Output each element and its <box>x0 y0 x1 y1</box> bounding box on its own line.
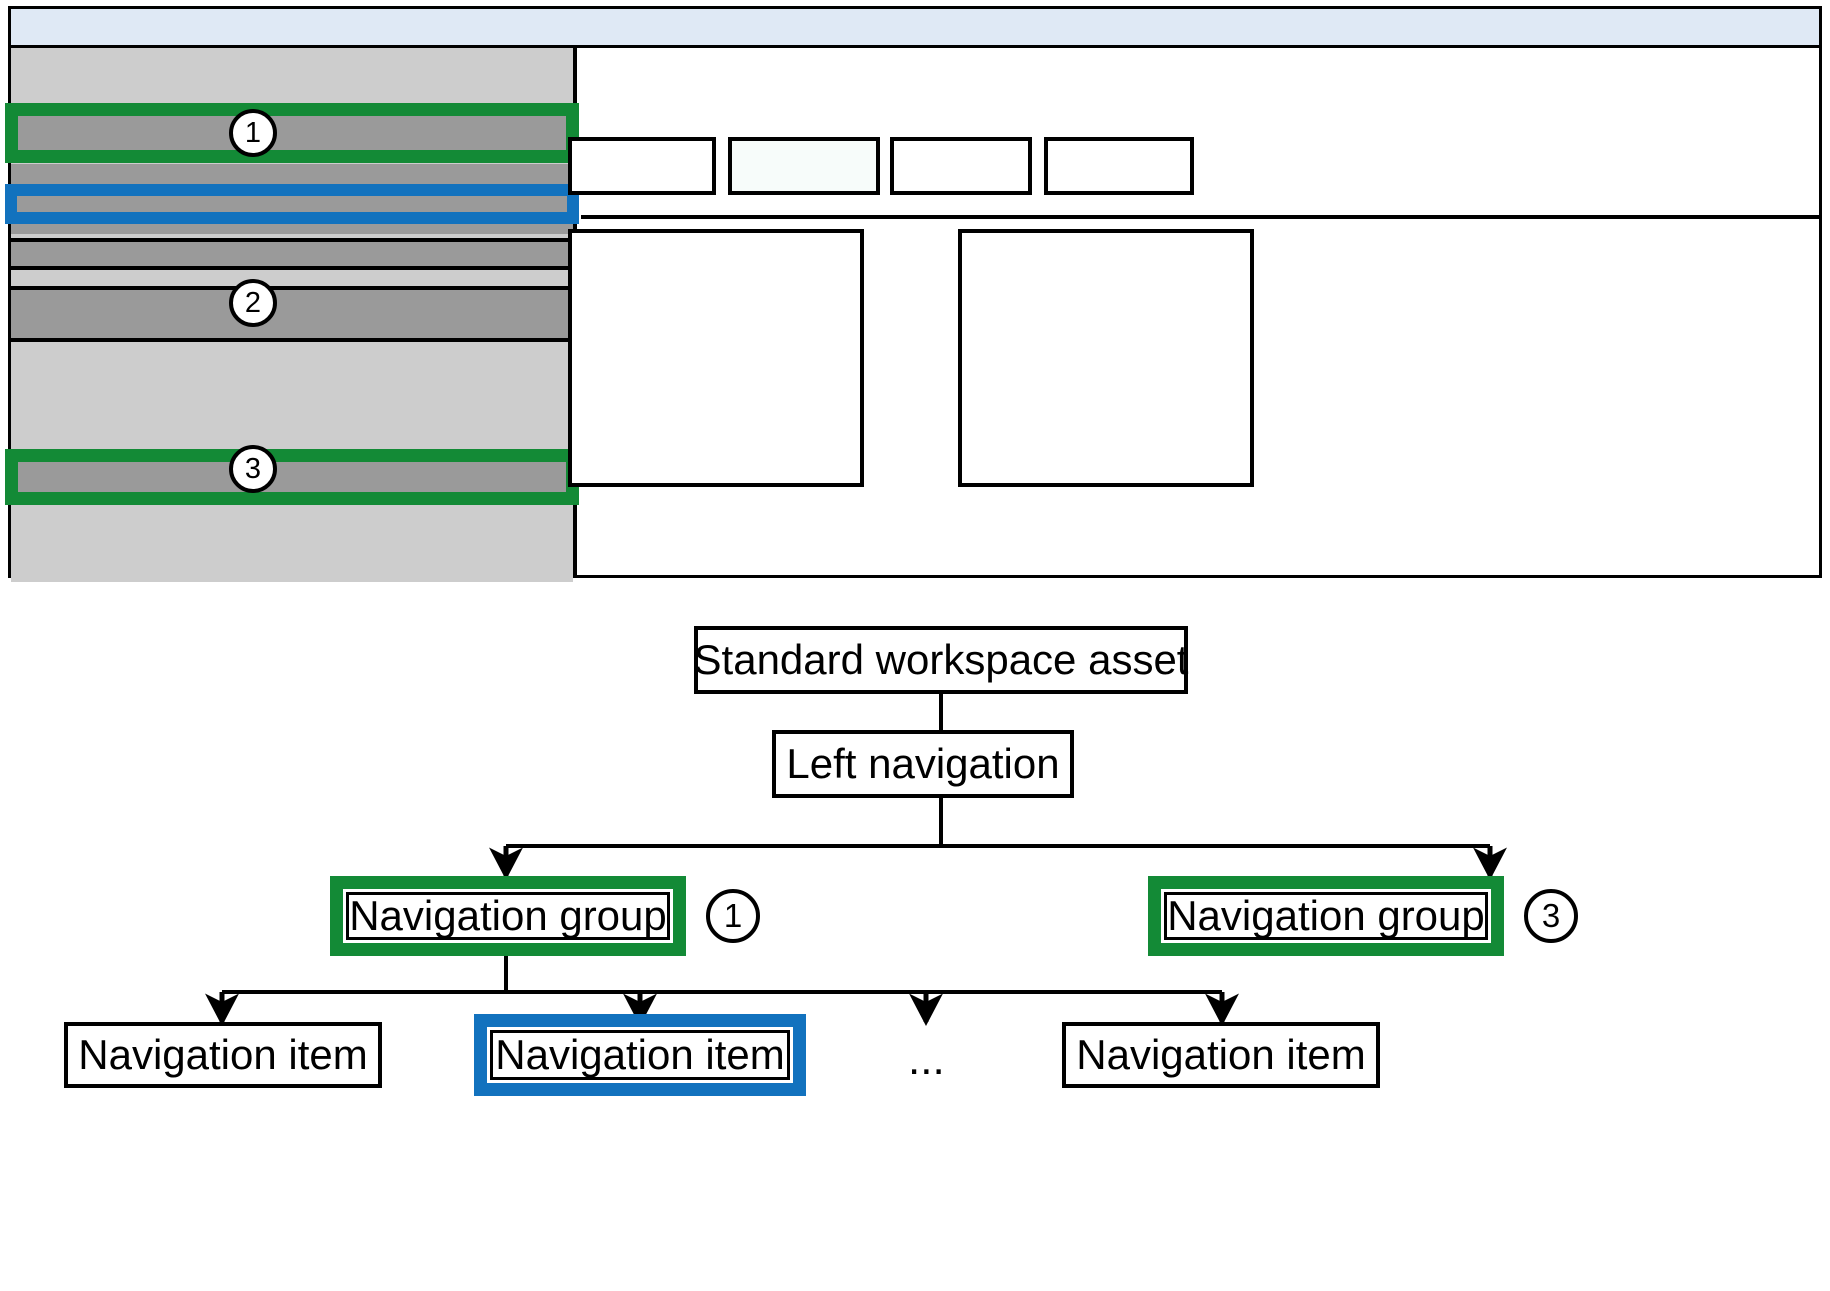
callout-badge-2: 2 <box>229 279 277 327</box>
tree-node-navigation-item-last: Navigation item <box>1062 1022 1380 1088</box>
tree-node-root: Standard workspace asset <box>694 626 1188 694</box>
navigation-item-2-selected[interactable] <box>11 190 573 212</box>
tree-node-navigation-group-3: Navigation group <box>1148 876 1504 956</box>
navigation-item-1[interactable] <box>11 164 573 186</box>
content-area <box>568 48 1819 575</box>
tree-node-navigation-item-2-selected: Navigation item <box>474 1014 806 1096</box>
tree-node-navigation-item-1: Navigation item <box>64 1022 382 1088</box>
content-divider <box>581 215 1819 219</box>
tree-node-navigation-group-1: Navigation group <box>330 876 686 956</box>
callout-badge-3: 3 <box>229 445 277 493</box>
tree-badge-1: 1 <box>706 889 760 943</box>
nav-spacer <box>11 48 573 106</box>
nav-spacer <box>11 346 573 458</box>
navigation-item-3[interactable] <box>11 216 573 234</box>
tree-node-navigation-group-1-label: Navigation group <box>346 892 670 940</box>
tree-badge-3: 3 <box>1524 889 1578 943</box>
navigation-group-callout-2[interactable] <box>11 286 573 342</box>
left-navigation <box>11 48 577 582</box>
workspace-wireframe: 1 2 3 <box>5 6 1822 582</box>
nav-spacer <box>11 506 573 582</box>
content-tab-2[interactable] <box>728 137 880 195</box>
content-tab-1[interactable] <box>568 137 716 195</box>
hierarchy-tree: Standard workspace asset Left navigation… <box>0 578 1830 1291</box>
navigation-group-1[interactable] <box>11 106 573 160</box>
wireframe-body: 1 2 3 <box>5 48 1819 582</box>
content-tab-4[interactable] <box>1044 137 1194 195</box>
navigation-group-2[interactable] <box>11 238 573 270</box>
content-panel-left[interactable] <box>568 229 864 487</box>
callout-badge-1: 1 <box>229 109 277 157</box>
app-header-bar <box>11 9 1819 48</box>
tree-node-navigation-group-3-label: Navigation group <box>1164 892 1488 940</box>
tree-edges <box>204 694 1507 1027</box>
navigation-group-3[interactable] <box>11 452 573 502</box>
tree-node-navigation-item-2-label: Navigation item <box>490 1030 790 1080</box>
content-tab-3[interactable] <box>890 137 1032 195</box>
tree-node-ellipsis: ... <box>908 1035 945 1084</box>
tree-node-left-navigation: Left navigation <box>772 730 1074 798</box>
content-panel-right[interactable] <box>958 229 1254 487</box>
